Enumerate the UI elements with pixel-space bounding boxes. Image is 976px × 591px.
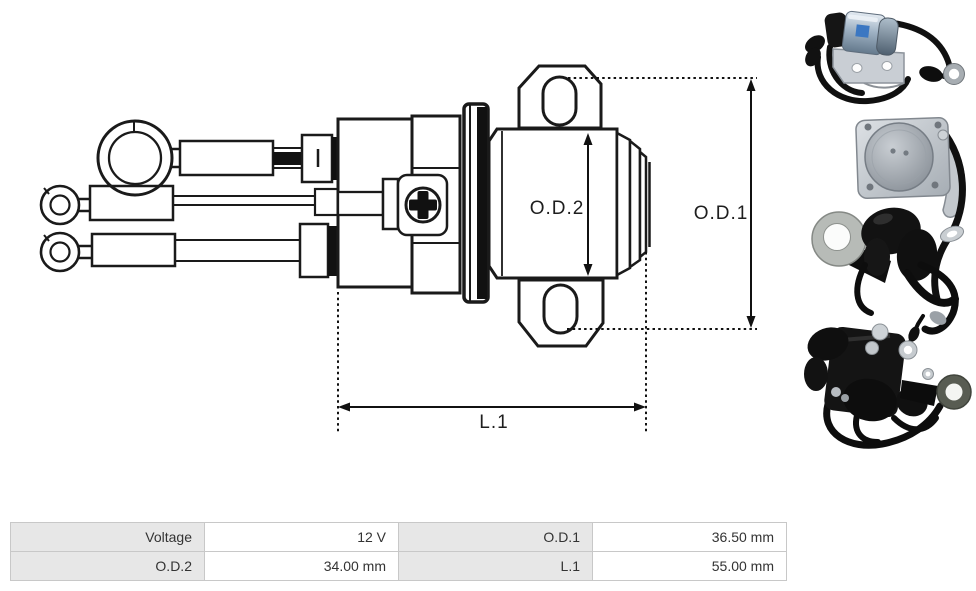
- screw-terminal: [336, 173, 449, 237]
- lead-wire-middle: [39, 184, 340, 226]
- spec-label: O.D.2: [10, 551, 205, 581]
- flange: [462, 102, 490, 304]
- spec-value: 34.00 mm: [204, 551, 399, 581]
- chrome-bolt: [871, 323, 889, 341]
- mounting-bracket-bottom: [517, 278, 605, 348]
- spec-label: O.D.1: [398, 522, 593, 552]
- product-photo-solenoid-front[interactable]: [800, 5, 972, 115]
- table-row: Voltage 12 V O.D.1 36.50 mm: [10, 522, 787, 552]
- spec-value: 36.50 mm: [592, 522, 787, 552]
- lead-wire-top: [96, 119, 340, 197]
- dim-label-l1: L.1: [479, 412, 508, 433]
- dim-label-od2: O.D.2: [530, 198, 585, 219]
- product-photo-flange-top[interactable]: [795, 115, 976, 350]
- lead-wire-bottom: [39, 222, 340, 279]
- dim-od1: [567, 77, 757, 330]
- spec-table: Voltage 12 V O.D.1 36.50 mm O.D.2 34.00 …: [10, 522, 787, 581]
- product-photo-solenoid-back[interactable]: [798, 312, 976, 454]
- table-row: O.D.2 34.00 mm L.1 55.00 mm: [10, 551, 787, 581]
- spec-label: L.1: [398, 551, 593, 581]
- dim-od2: [583, 133, 593, 276]
- solenoid-body: [487, 127, 651, 280]
- blue-label: [855, 24, 870, 38]
- technical-drawing: O.D.2 O.D.1 L.1: [39, 64, 757, 433]
- spec-label: Voltage: [10, 522, 205, 552]
- dim-l1: [337, 252, 647, 433]
- mounting-bracket-top: [517, 64, 603, 130]
- spec-value: 12 V: [204, 522, 399, 552]
- solenoid-drum: [864, 122, 934, 192]
- dim-label-od1: O.D.1: [694, 203, 749, 224]
- spec-value: 55.00 mm: [592, 551, 787, 581]
